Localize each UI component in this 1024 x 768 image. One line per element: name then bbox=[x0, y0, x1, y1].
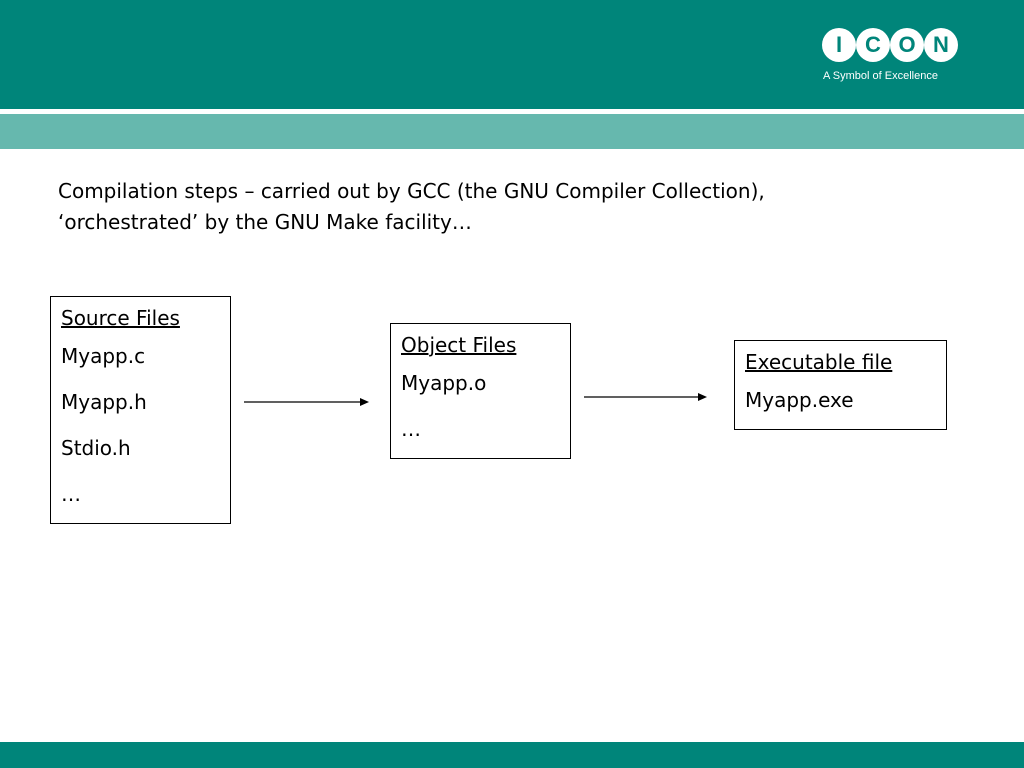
source-file-item: Stdio.h bbox=[61, 436, 131, 460]
icon-logo: I C O N A Symbol of Excellence bbox=[822, 28, 958, 88]
source-file-item: Myapp.h bbox=[61, 390, 147, 414]
footer-band bbox=[0, 742, 1024, 768]
source-file-item: Myapp.c bbox=[61, 344, 146, 368]
header-stripe bbox=[0, 114, 1024, 149]
object-file-item: … bbox=[401, 417, 421, 441]
logo-letter-i: I bbox=[822, 28, 856, 62]
source-file-item: … bbox=[61, 482, 81, 506]
source-files-box: Source Files Myapp.c Myapp.h Stdio.h … bbox=[50, 296, 231, 524]
logo-letter-o: O bbox=[890, 28, 924, 62]
intro-line-1: Compilation steps – carried out by GCC (… bbox=[58, 179, 765, 203]
source-files-heading: Source Files bbox=[61, 306, 180, 330]
intro-line-2: ‘orchestrated’ by the GNU Make facility… bbox=[58, 210, 472, 234]
logo-tagline: A Symbol of Excellence bbox=[823, 70, 938, 82]
executable-file-box: Executable file Myapp.exe bbox=[734, 340, 947, 430]
object-files-heading: Object Files bbox=[401, 333, 517, 357]
intro-text: Compilation steps – carried out by GCC (… bbox=[58, 176, 958, 238]
header-divider bbox=[0, 109, 1024, 114]
logo-letter-n: N bbox=[924, 28, 958, 62]
header-band bbox=[0, 0, 1024, 109]
arrow-object-to-executable bbox=[584, 393, 707, 401]
logo-letters: I C O N bbox=[822, 28, 958, 64]
executable-file-heading: Executable file bbox=[745, 350, 893, 374]
logo-letter-c: C bbox=[856, 28, 890, 62]
object-files-box: Object Files Myapp.o … bbox=[390, 323, 571, 459]
arrow-source-to-object bbox=[244, 398, 369, 406]
object-file-item: Myapp.o bbox=[401, 371, 487, 395]
executable-file-item: Myapp.exe bbox=[745, 388, 854, 412]
